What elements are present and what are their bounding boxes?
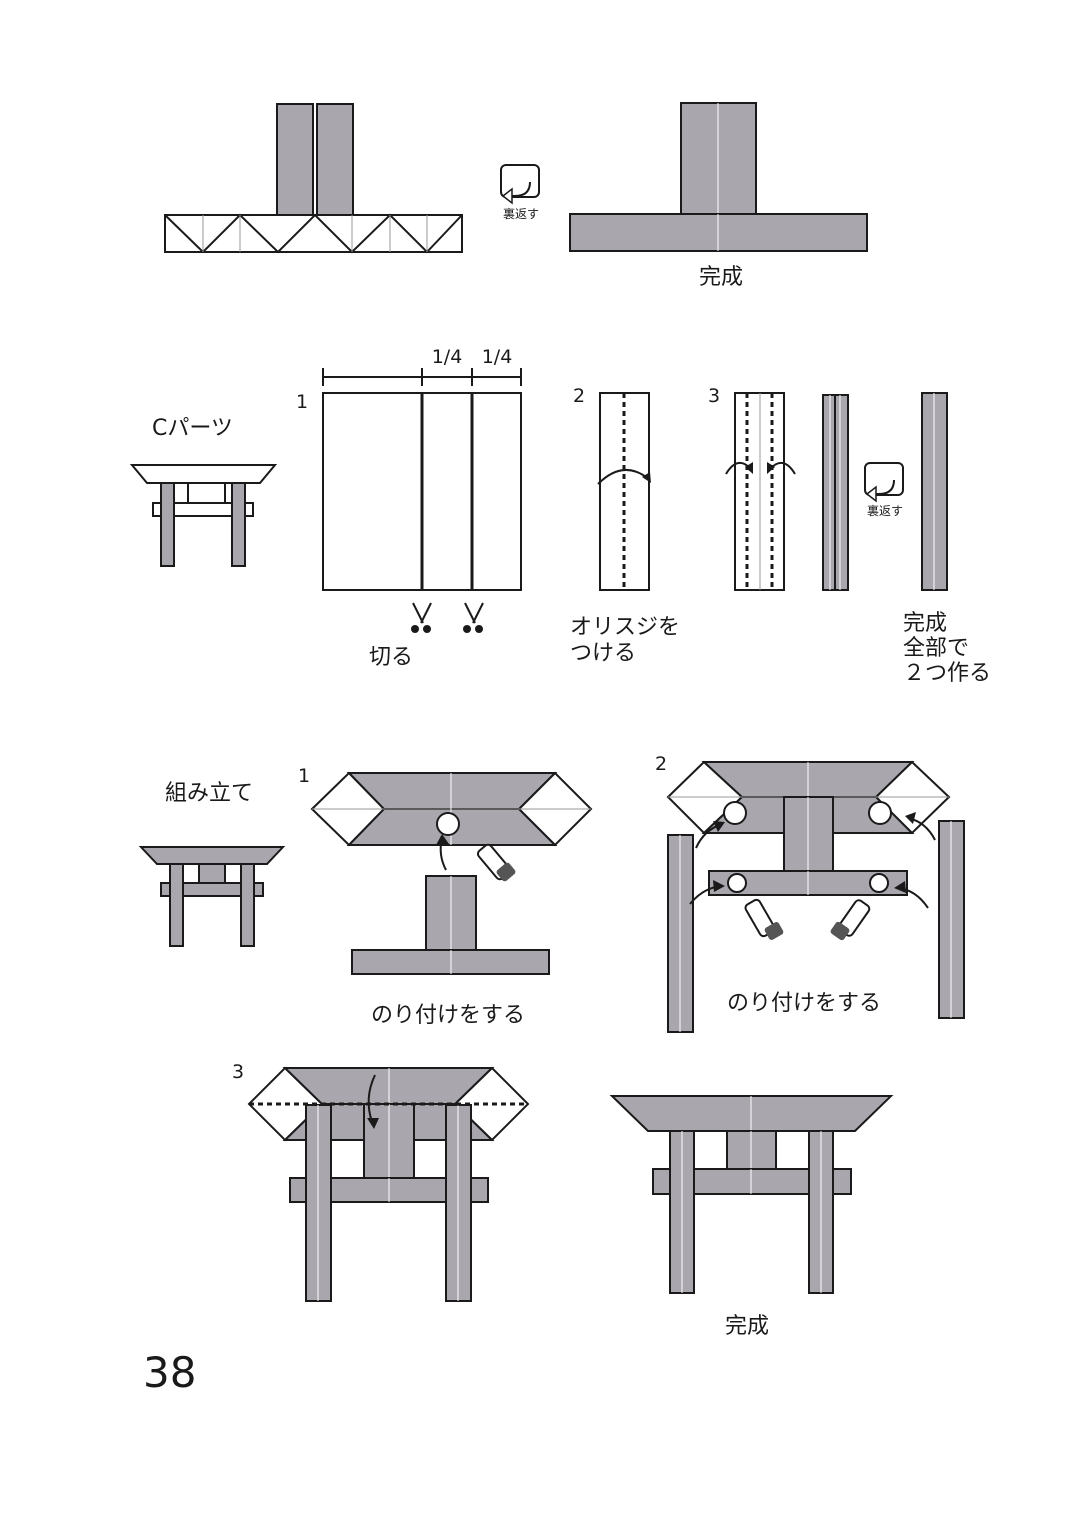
- assembly-title: 組み立て: [165, 781, 253, 806]
- top-right-figure: [569, 102, 868, 252]
- scissors-icon: [411, 602, 432, 633]
- step2-caption: のり付けをする: [727, 991, 881, 1016]
- cut-sheet: [322, 392, 522, 591]
- crease-label-line2: つける: [570, 641, 636, 666]
- flip-label: 裏返す: [867, 503, 903, 518]
- glue-arrow: [689, 812, 936, 909]
- finished-strip: [921, 392, 948, 591]
- a-step1-number: 1: [298, 765, 310, 787]
- flip-icon: [500, 164, 540, 205]
- glue-spot: [868, 801, 892, 825]
- a-step3-number: 3: [232, 1061, 244, 1083]
- glue-stick-icon: [744, 898, 784, 940]
- page-number: 38: [143, 1348, 196, 1397]
- c-step3-number: 3: [708, 385, 720, 407]
- scissors-icon: [463, 602, 484, 633]
- glue-stick-icon: [830, 899, 871, 941]
- assembly-preview: [138, 846, 286, 947]
- glue-spot: [436, 812, 460, 836]
- crease-strip: [597, 392, 651, 591]
- fraction-right: 1/4: [482, 346, 513, 368]
- cut-label: 切る: [369, 645, 413, 670]
- flip-icon: [864, 462, 904, 503]
- final-caption: 完成: [725, 1314, 769, 1339]
- fraction-left: 1/4: [432, 346, 463, 368]
- c-step1-number: 1: [296, 391, 308, 413]
- a-step2-number: 2: [655, 753, 667, 775]
- done-line3: ２つ作る: [903, 661, 991, 686]
- glue-spot: [869, 873, 889, 893]
- c-parts-preview: [129, 464, 278, 567]
- fraction-dimension: [322, 368, 522, 386]
- done-line2: 全部で: [903, 636, 969, 661]
- c-part-piece: [351, 875, 550, 975]
- done-line1: 完成: [903, 611, 947, 636]
- step3-assembly: [247, 1066, 530, 1302]
- folded-strip: [822, 394, 849, 591]
- glue-spot: [727, 873, 747, 893]
- glue-stick-icon: [476, 843, 516, 882]
- glue-spot: [723, 801, 747, 825]
- fold-strip: [725, 392, 796, 591]
- glue-arrow: [436, 834, 449, 871]
- top-left-figure: [164, 103, 463, 254]
- c-parts-title: Cパーツ: [152, 416, 233, 441]
- crease-label-line1: オリスジを: [570, 615, 680, 640]
- final-table: [609, 1095, 894, 1294]
- step1-caption: のり付けをする: [371, 1003, 525, 1028]
- c-step2-number: 2: [573, 385, 585, 407]
- complete-label: 完成: [699, 265, 743, 290]
- flip-label: 裏返す: [503, 206, 539, 221]
